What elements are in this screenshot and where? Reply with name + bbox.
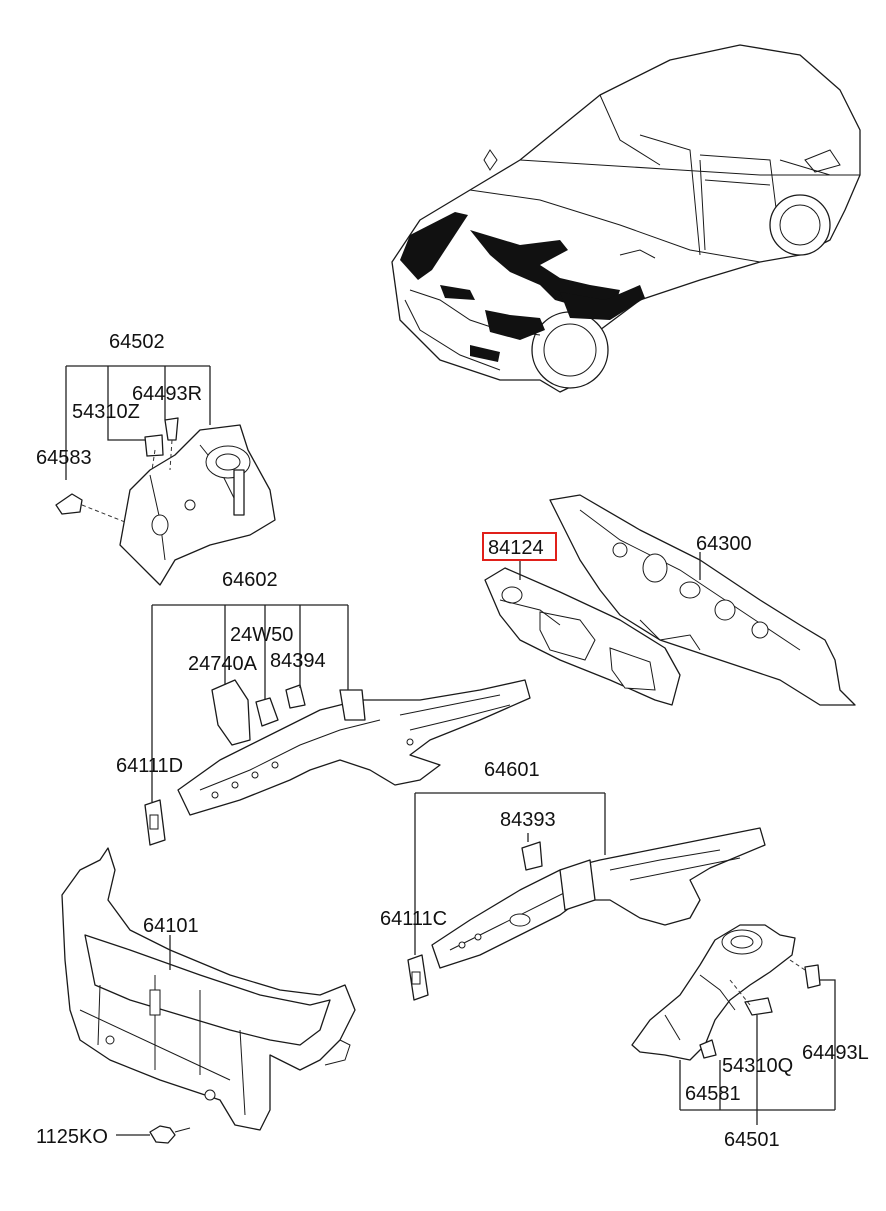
label-24740A: 24740A bbox=[188, 653, 258, 675]
label-64300: 64300 bbox=[696, 533, 752, 555]
label-64493L: 64493L bbox=[802, 1042, 869, 1064]
label-64581: 64581 bbox=[685, 1083, 741, 1105]
label-64602: 64602 bbox=[222, 569, 278, 591]
label-84393: 84393 bbox=[500, 809, 556, 831]
label-64111C: 64111C bbox=[380, 908, 447, 930]
dash-panel-group bbox=[484, 494, 856, 706]
label-64583: 64583 bbox=[36, 447, 92, 469]
label-64493R: 64493R bbox=[132, 383, 202, 405]
label-64501: 64501 bbox=[724, 1129, 780, 1151]
highlight-box-84124 bbox=[482, 532, 557, 561]
fender-apron-left-group bbox=[631, 924, 836, 1125]
side-member-left-group bbox=[407, 792, 766, 1001]
label-1125KO: 1125KO bbox=[36, 1126, 108, 1148]
fender-apron-right-group bbox=[55, 365, 276, 586]
label-64111D: 64111D bbox=[116, 755, 183, 777]
label-64101: 64101 bbox=[143, 915, 199, 937]
label-84124: 84124 bbox=[488, 537, 544, 559]
side-member-right-group bbox=[144, 604, 531, 846]
car-illustration bbox=[391, 44, 861, 393]
label-54310Z: 54310Z bbox=[72, 401, 140, 423]
label-54310Q: 54310Q bbox=[722, 1055, 793, 1077]
label-64502: 64502 bbox=[109, 331, 165, 353]
radiator-support-group bbox=[61, 847, 356, 1144]
label-24W50: 24W50 bbox=[230, 624, 293, 646]
label-64601: 64601 bbox=[484, 759, 540, 781]
label-84394: 84394 bbox=[270, 650, 326, 672]
